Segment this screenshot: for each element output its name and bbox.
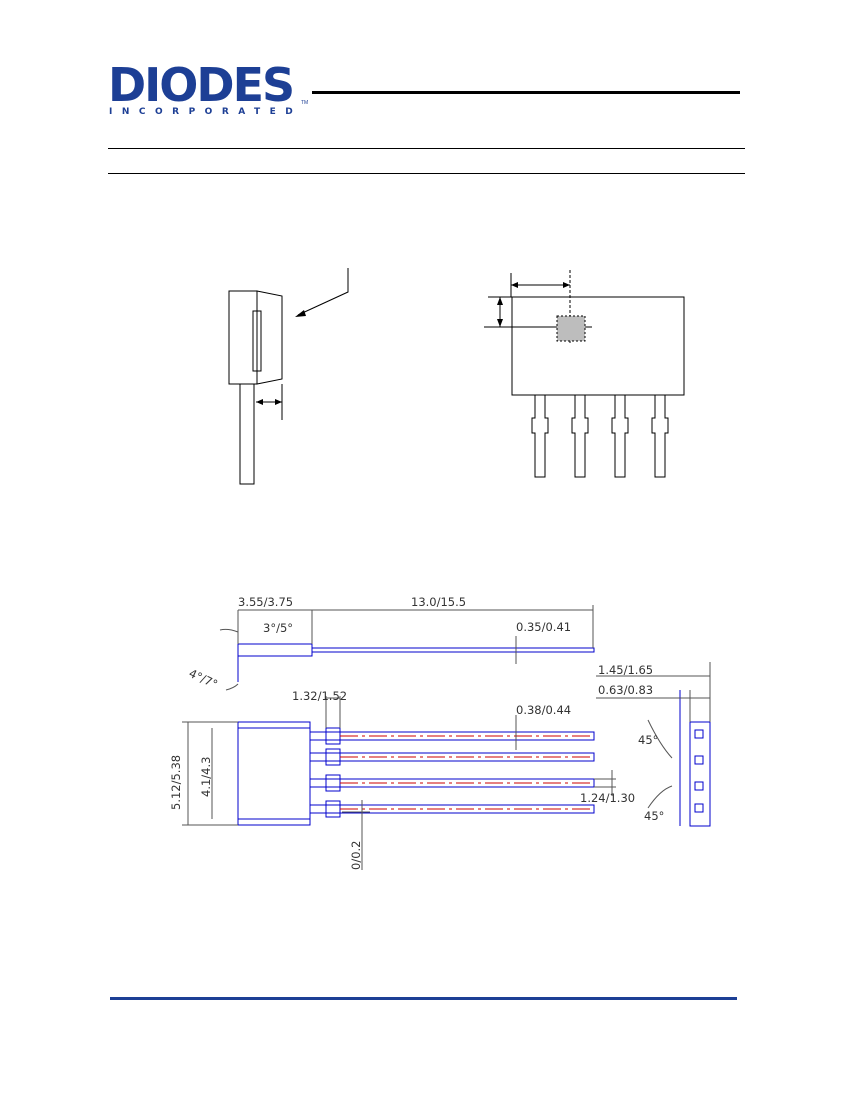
outline-side-lead: [311, 647, 595, 653]
top-view-package: [484, 270, 685, 478]
diodes-logo-subtext: INCORPORATED: [109, 107, 303, 117]
outline-front-leads: [309, 727, 595, 818]
side-view-package: [228, 268, 349, 485]
side-view-lead: [239, 383, 255, 485]
dim-lead-thickness: 0.35/0.41: [516, 620, 571, 634]
dim-lead-offset: 0/0.2: [349, 841, 363, 870]
dim-standoff: 1.32/1.52: [292, 689, 347, 703]
dim-body-width: 5.12/5.38: [169, 755, 183, 810]
outline-end-body: [689, 721, 711, 827]
dim-body-inner-width: 4.1/4.3: [199, 757, 213, 797]
side-view-window: [252, 310, 262, 372]
dim-lead-length: 13.0/15.5: [411, 595, 466, 609]
dim-draft-angle-top: 3°/5°: [263, 621, 293, 635]
footer-rule: [110, 997, 737, 1000]
dim-lead-tab: 0.63/0.83: [598, 683, 653, 697]
package-outline-drawing: 3.55/3.75 13.0/15.5 3°/5° 0.35/0.41 4°/7…: [169, 595, 711, 870]
outline-side-body: [237, 643, 313, 657]
diodes-logo: DIODES: [108, 58, 295, 112]
section-rule-bottom: [108, 173, 745, 174]
side-view-face: [256, 290, 283, 385]
dim-body-thickness: 3.55/3.75: [238, 595, 293, 609]
top-view-leads: [531, 394, 669, 478]
dim-lead-pitch: 1.24/1.30: [580, 791, 635, 805]
dim-lead-width: 0.38/0.44: [516, 703, 571, 717]
marking-leader-line: [297, 268, 349, 316]
sensor-element: [556, 315, 586, 342]
dim-lead-shoulder: 1.45/1.65: [598, 663, 653, 677]
end-view-lead-tabs: [694, 729, 704, 813]
header-rule: [312, 91, 740, 94]
trademark-symbol: TM: [301, 100, 309, 106]
dim-draft-angle-bottom: 4°/7°: [187, 666, 220, 691]
lead-centerlines: [340, 735, 594, 810]
outline-front-body: [237, 721, 311, 826]
section-rule-top: [108, 148, 745, 149]
dim-chamfer-angle-top: 45°: [638, 733, 658, 747]
top-view-body: [511, 296, 685, 396]
dim-chamfer-angle-bottom: 45°: [644, 809, 664, 823]
